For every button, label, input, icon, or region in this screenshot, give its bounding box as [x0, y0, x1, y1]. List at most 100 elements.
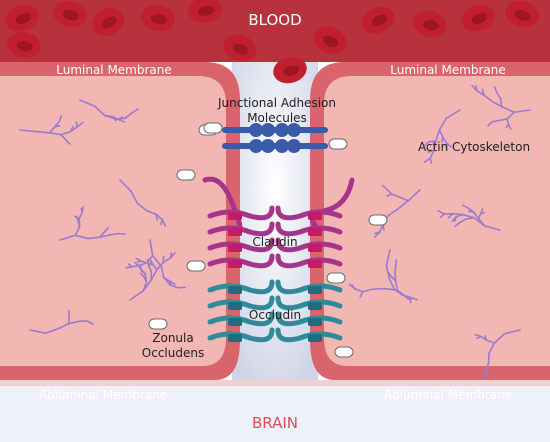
claudin-strand	[275, 205, 343, 221]
actin-filament	[118, 118, 126, 123]
occludin-strand	[275, 311, 343, 327]
actin-filament	[118, 116, 123, 121]
jam-domain	[287, 139, 301, 153]
red-blood-cell	[505, 0, 539, 28]
red-blood-cell	[223, 34, 257, 62]
actin-filament	[103, 114, 114, 118]
luminal-membrane-right-label: Luminal Membrane	[390, 63, 506, 77]
claudin-strand-segment	[308, 228, 322, 236]
red-blood-cell	[91, 7, 125, 37]
actin-filament	[499, 97, 503, 108]
actin-filament	[142, 281, 148, 292]
blood-region	[0, 0, 550, 62]
jam-label-line2: Molecules	[247, 111, 307, 125]
zonula-occludens-pill	[148, 318, 168, 330]
actin-filament	[354, 288, 364, 293]
actin-filament	[137, 262, 148, 267]
actin-filament	[506, 111, 515, 120]
actin-filament	[461, 204, 469, 209]
actin-filament	[491, 119, 500, 123]
actin-filament	[151, 254, 163, 268]
actin-filament	[464, 216, 475, 220]
actin-filament	[394, 264, 397, 274]
actin-filament	[467, 210, 475, 213]
actin-filament	[487, 120, 494, 127]
actin-filament	[494, 86, 498, 94]
actin-filament	[35, 130, 51, 134]
actin-filament	[461, 213, 475, 219]
actin-filament	[134, 261, 140, 267]
actin-filament	[103, 226, 110, 233]
actin-filament	[168, 280, 172, 286]
actin-filament	[136, 202, 148, 212]
abluminal-membrane-left-label: Abluminal Membrane	[39, 388, 167, 402]
occludin-strand	[275, 327, 343, 343]
zonula-occludens-pill	[368, 214, 388, 226]
actin-filament	[147, 264, 153, 273]
claudin-strand-segment	[228, 244, 242, 252]
actin-filament	[513, 109, 531, 114]
actin-filament	[29, 329, 47, 334]
actin-filament	[472, 211, 480, 220]
actin-filament	[458, 218, 467, 224]
right-endothelial-cell	[324, 76, 550, 366]
actin-filament	[387, 208, 399, 217]
actin-filament	[506, 118, 510, 126]
claudin-strand	[207, 237, 275, 253]
zonula-occludens-pill	[334, 346, 354, 358]
jam-domain	[249, 139, 263, 153]
actin-filament	[493, 333, 506, 344]
red-blood-cell	[188, 0, 222, 24]
actin-filament	[390, 275, 397, 282]
actin-filament	[445, 109, 461, 120]
actin-filament	[490, 100, 503, 108]
red-blood-cell	[7, 31, 41, 59]
occludin-strand-segment	[228, 318, 242, 326]
actin-cytoskeleton-label: Actin Cytoskeleton	[418, 140, 530, 154]
actin-filament	[154, 213, 163, 221]
claudin-strand-segment	[228, 228, 242, 236]
occludin-label: Occludin	[249, 308, 301, 322]
actin-filament	[454, 221, 461, 227]
jam-domain	[275, 123, 289, 137]
actin-filament	[454, 216, 457, 222]
zonula-occludens-pill	[328, 138, 348, 150]
actin-filament	[75, 121, 78, 128]
actin-filament	[136, 260, 142, 263]
actin-filament	[438, 117, 448, 131]
occludin-proteins	[207, 279, 343, 343]
actin-filament	[60, 133, 67, 141]
actin-filament	[477, 212, 482, 220]
actin-filament	[151, 263, 158, 271]
actin-filament	[385, 264, 391, 280]
actin-filament	[77, 220, 81, 228]
zonula-occludens-pill	[186, 260, 206, 272]
claudin-proteins	[202, 176, 355, 269]
red-blood-cell	[313, 26, 347, 54]
actin-filament	[155, 261, 165, 271]
actin-cytoskeleton	[19, 84, 531, 379]
actin-filament	[131, 108, 139, 114]
actin-filament	[147, 261, 153, 267]
red-blood-cell	[141, 4, 175, 32]
claudin-strand-segment	[308, 260, 322, 268]
luminal-membrane-left-label: Luminal Membrane	[56, 63, 172, 77]
actin-filament	[485, 339, 496, 344]
actin-filament	[371, 287, 385, 291]
actin-filament	[79, 99, 96, 108]
actin-filament	[432, 140, 437, 152]
actin-filament	[423, 141, 430, 147]
actin-filament	[160, 265, 165, 279]
actin-filament	[483, 225, 501, 231]
zonula-occludens-pill	[203, 122, 223, 134]
actin-filament	[76, 121, 84, 128]
actin-filament	[439, 213, 446, 218]
actin-filament	[396, 200, 410, 211]
actin-filament	[124, 112, 133, 119]
actin-filament	[68, 320, 80, 325]
actin-filament	[407, 189, 421, 202]
actin-filament	[476, 335, 482, 340]
actin-filament	[149, 239, 154, 257]
actin-filament	[398, 196, 410, 202]
red-blood-cell	[361, 6, 395, 34]
